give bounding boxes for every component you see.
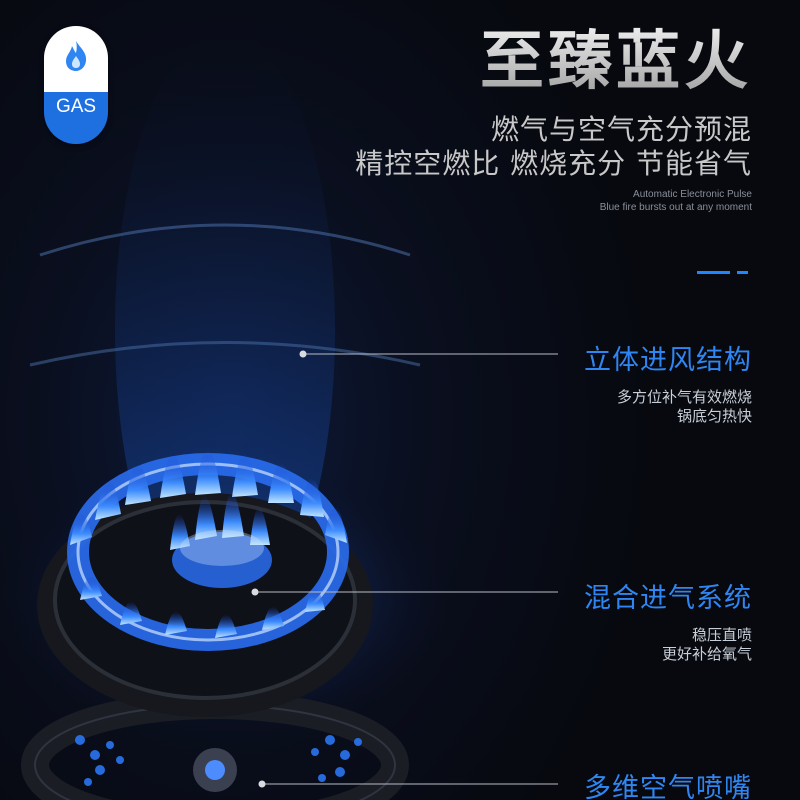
- accent-dash: [697, 271, 730, 274]
- subtitle-line-1: 燃气与空气充分预混: [490, 113, 752, 146]
- flame-icon: [66, 41, 87, 71]
- gas-badge: GAS: [44, 26, 108, 144]
- subtitle-line-2: 精控空燃比 燃烧充分 节能省气: [355, 147, 752, 180]
- feature-desc-line: 稳压直喷: [691, 626, 752, 644]
- feature-title-mixing-system: 混合进气系统: [584, 583, 752, 614]
- accent-dash-short: [737, 271, 748, 274]
- page-title: 至臻蓝火: [480, 10, 752, 102]
- feature-desc-line: 更好补给氧气: [661, 645, 752, 663]
- english-caption-1: Automatic Electronic Pulse: [633, 189, 752, 200]
- feature-desc-line: 锅底匀热快: [676, 407, 752, 425]
- gas-label: GAS: [55, 96, 97, 117]
- feature-desc-line: 多方位补气有效燃烧: [616, 388, 752, 406]
- feature-title-air-intake: 立体进风结构: [584, 345, 752, 376]
- english-caption-2: Blue fire bursts out at any moment: [599, 202, 752, 213]
- feature-title-air-nozzle: 多维空气喷嘴: [584, 773, 752, 800]
